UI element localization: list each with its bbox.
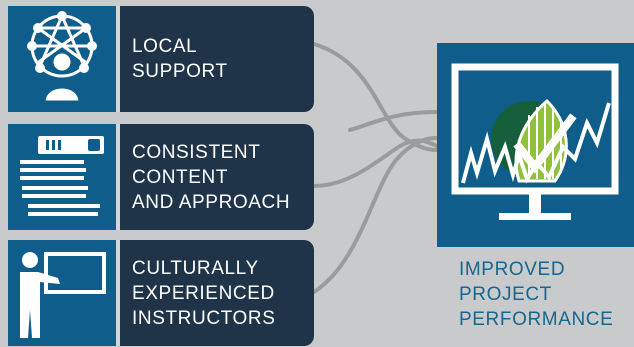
label-line: PROJECT (459, 284, 552, 305)
connector-local-support (312, 42, 439, 152)
input-label: CULTURALLY EXPERIENCED INSTRUCTORS (132, 240, 306, 346)
card-divider (116, 240, 120, 346)
connector-instructors (312, 136, 439, 294)
input-card-instructors: CULTURALLY EXPERIENCED INSTRUCTORS (8, 240, 314, 346)
input-card-local-support: LOCAL SUPPORT (8, 6, 314, 112)
label-line: EXPERIENCED (132, 282, 275, 304)
label-line: PERFORMANCE (459, 309, 614, 330)
document-stack-icon (20, 136, 104, 216)
icon-box (8, 124, 116, 230)
outcome-box (437, 43, 634, 247)
label-line: SUPPORT (132, 61, 228, 82)
label-line: INSTRUCTORS (132, 307, 276, 329)
label-line: AND APPROACH (132, 191, 291, 213)
outcome-label: IMPROVED PROJECT PERFORMANCE (459, 257, 613, 332)
connector-extra (348, 110, 439, 132)
icon-box (8, 240, 116, 346)
label-line: CONSISTENT (132, 141, 261, 163)
monitor-chart-check-icon (451, 63, 619, 220)
card-divider (116, 124, 120, 230)
label-line: IMPROVED (459, 259, 566, 280)
input-label: CONSISTENT CONTENT AND APPROACH (132, 124, 306, 230)
input-label: LOCAL SUPPORT (132, 6, 306, 112)
connector-consistent-content (312, 138, 439, 188)
label-line: CULTURALLY (132, 257, 259, 279)
label-line: CONTENT (132, 166, 229, 188)
input-card-consistent-content: CONSISTENT CONTENT AND APPROACH (8, 124, 314, 230)
icon-box (8, 6, 116, 112)
network-people-icon (27, 11, 97, 104)
card-divider (116, 6, 120, 112)
instructor-whiteboard-icon (20, 252, 106, 338)
label-line: LOCAL (132, 36, 198, 57)
